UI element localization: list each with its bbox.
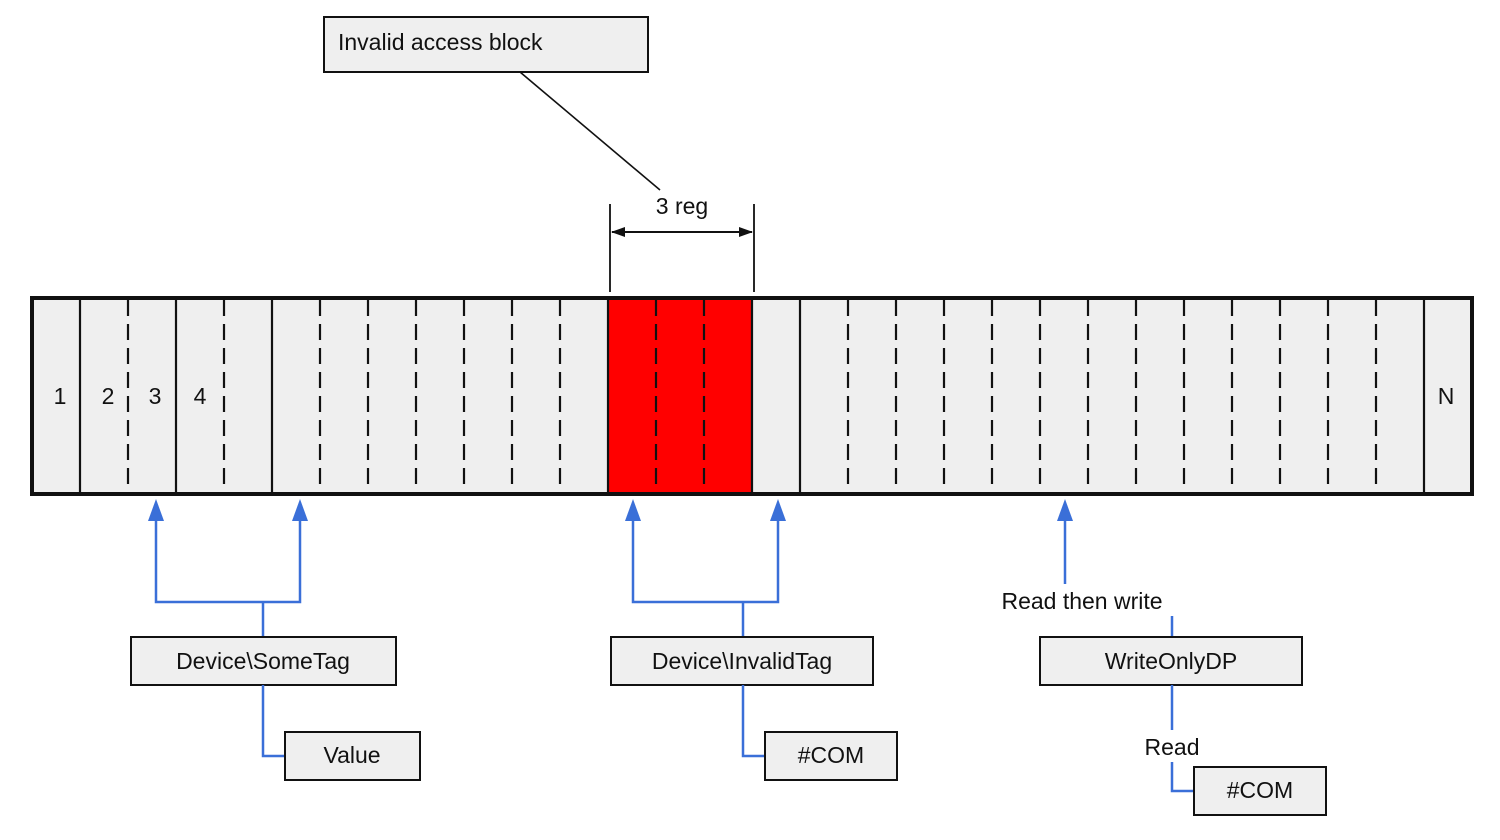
invalid-tag-group: Device\InvalidTag #COM bbox=[610, 499, 898, 781]
invalid-tag-connector bbox=[631, 515, 780, 604]
register-label-4: 4 bbox=[194, 383, 207, 409]
some-tag-result-connector bbox=[261, 685, 285, 758]
register-bar-border bbox=[30, 296, 1474, 496]
some-tag-label: Device\SomeTag bbox=[176, 648, 350, 674]
write-only-result-label: #COM bbox=[1227, 777, 1293, 803]
invalid-register-region bbox=[608, 298, 752, 494]
invalid-tag-arrow-right bbox=[770, 499, 786, 521]
invalid-access-callout: Invalid access block 3 reg bbox=[323, 16, 755, 292]
register-label-3: 3 bbox=[149, 383, 162, 409]
invalid-access-block-box bbox=[323, 16, 649, 73]
span-label: 3 reg bbox=[656, 193, 708, 219]
some-tag-connector bbox=[154, 515, 302, 604]
invalid-tag-box bbox=[610, 636, 874, 686]
write-only-label: WriteOnlyDP bbox=[1105, 648, 1238, 674]
register-label-1: 1 bbox=[54, 383, 67, 409]
register-label-n: N bbox=[1438, 383, 1455, 409]
some-tag-result-box bbox=[284, 731, 421, 781]
callout-leader-line bbox=[519, 71, 661, 191]
write-only-arrow bbox=[1057, 499, 1073, 521]
some-tag-result-label: Value bbox=[323, 742, 380, 768]
read-then-write-label: Read then write bbox=[1001, 588, 1162, 614]
read-label: Read bbox=[1145, 734, 1200, 760]
write-only-result-box bbox=[1193, 766, 1327, 816]
invalid-tag-result-label: #COM bbox=[798, 742, 864, 768]
write-only-box bbox=[1039, 636, 1303, 686]
some-tag-group: Device\SomeTag Value bbox=[130, 499, 421, 781]
write-only-result-connector bbox=[1170, 762, 1194, 793]
write-only-group: Read then write WriteOnlyDP Read #COM bbox=[1001, 499, 1327, 816]
invalid-tag-result-box bbox=[764, 731, 898, 781]
invalid-access-block-label: Invalid access block bbox=[338, 29, 543, 55]
register-bar: 1 2 3 4 N bbox=[30, 296, 1474, 496]
invalid-tag-label: Device\InvalidTag bbox=[652, 648, 832, 674]
register-separators bbox=[78, 300, 1426, 492]
some-tag-arrow-left bbox=[148, 499, 164, 521]
invalid-tag-arrow-left bbox=[625, 499, 641, 521]
register-label-2: 2 bbox=[102, 383, 115, 409]
invalid-tag-result-connector bbox=[741, 685, 765, 758]
some-tag-arrow-right bbox=[292, 499, 308, 521]
